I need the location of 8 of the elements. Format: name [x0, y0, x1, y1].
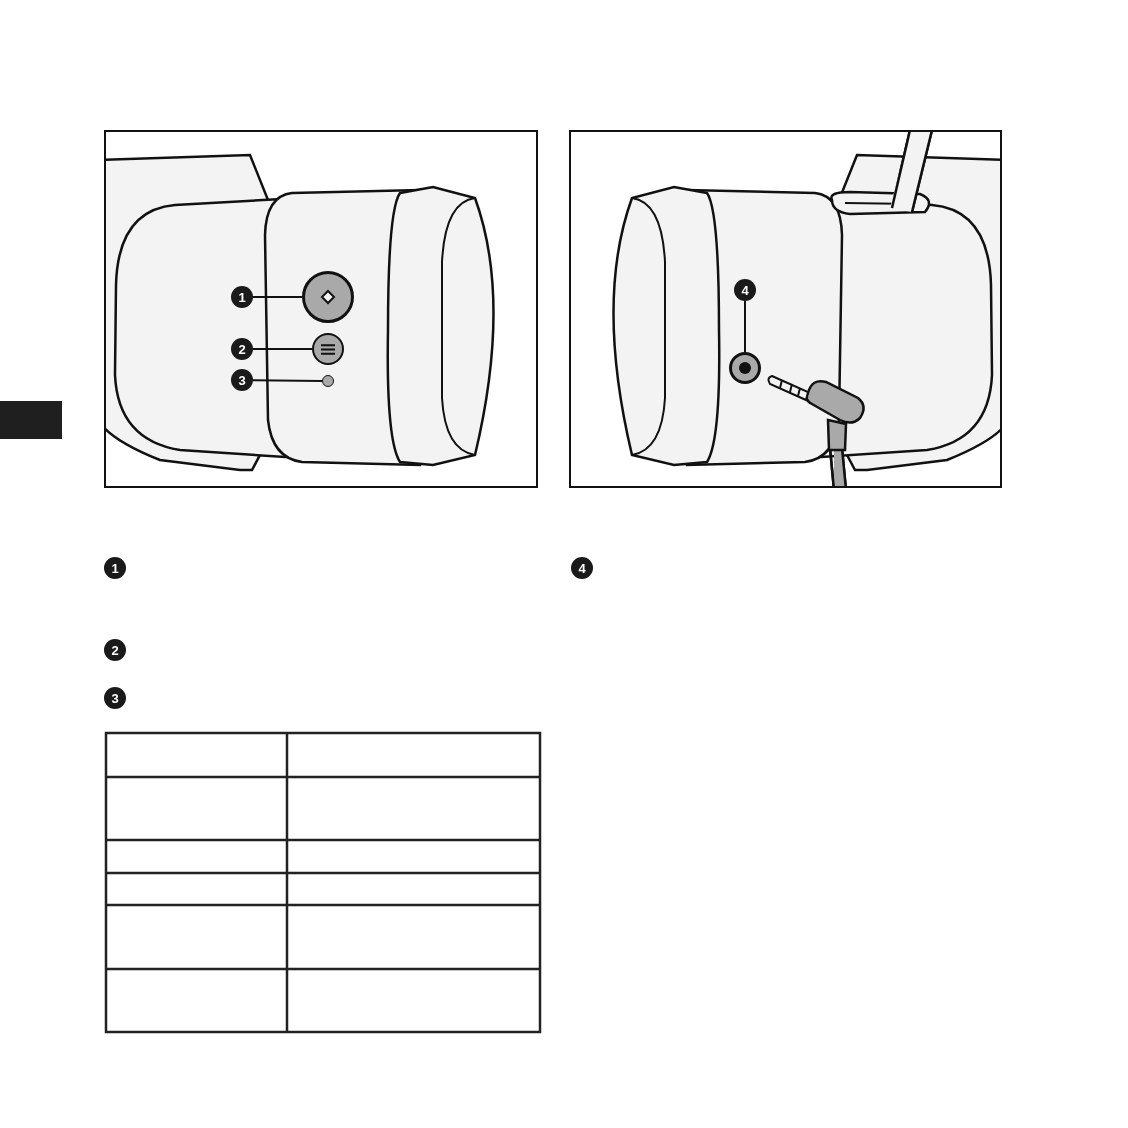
- callout-number: 4: [571, 557, 593, 579]
- leader-line: [252, 348, 313, 350]
- callout-number: 2: [104, 639, 126, 661]
- leader-line: [252, 379, 323, 382]
- callout-number: 3: [104, 687, 126, 709]
- leader-line: [252, 296, 303, 298]
- callout-number: 1: [104, 557, 126, 579]
- leader-line: [744, 300, 746, 353]
